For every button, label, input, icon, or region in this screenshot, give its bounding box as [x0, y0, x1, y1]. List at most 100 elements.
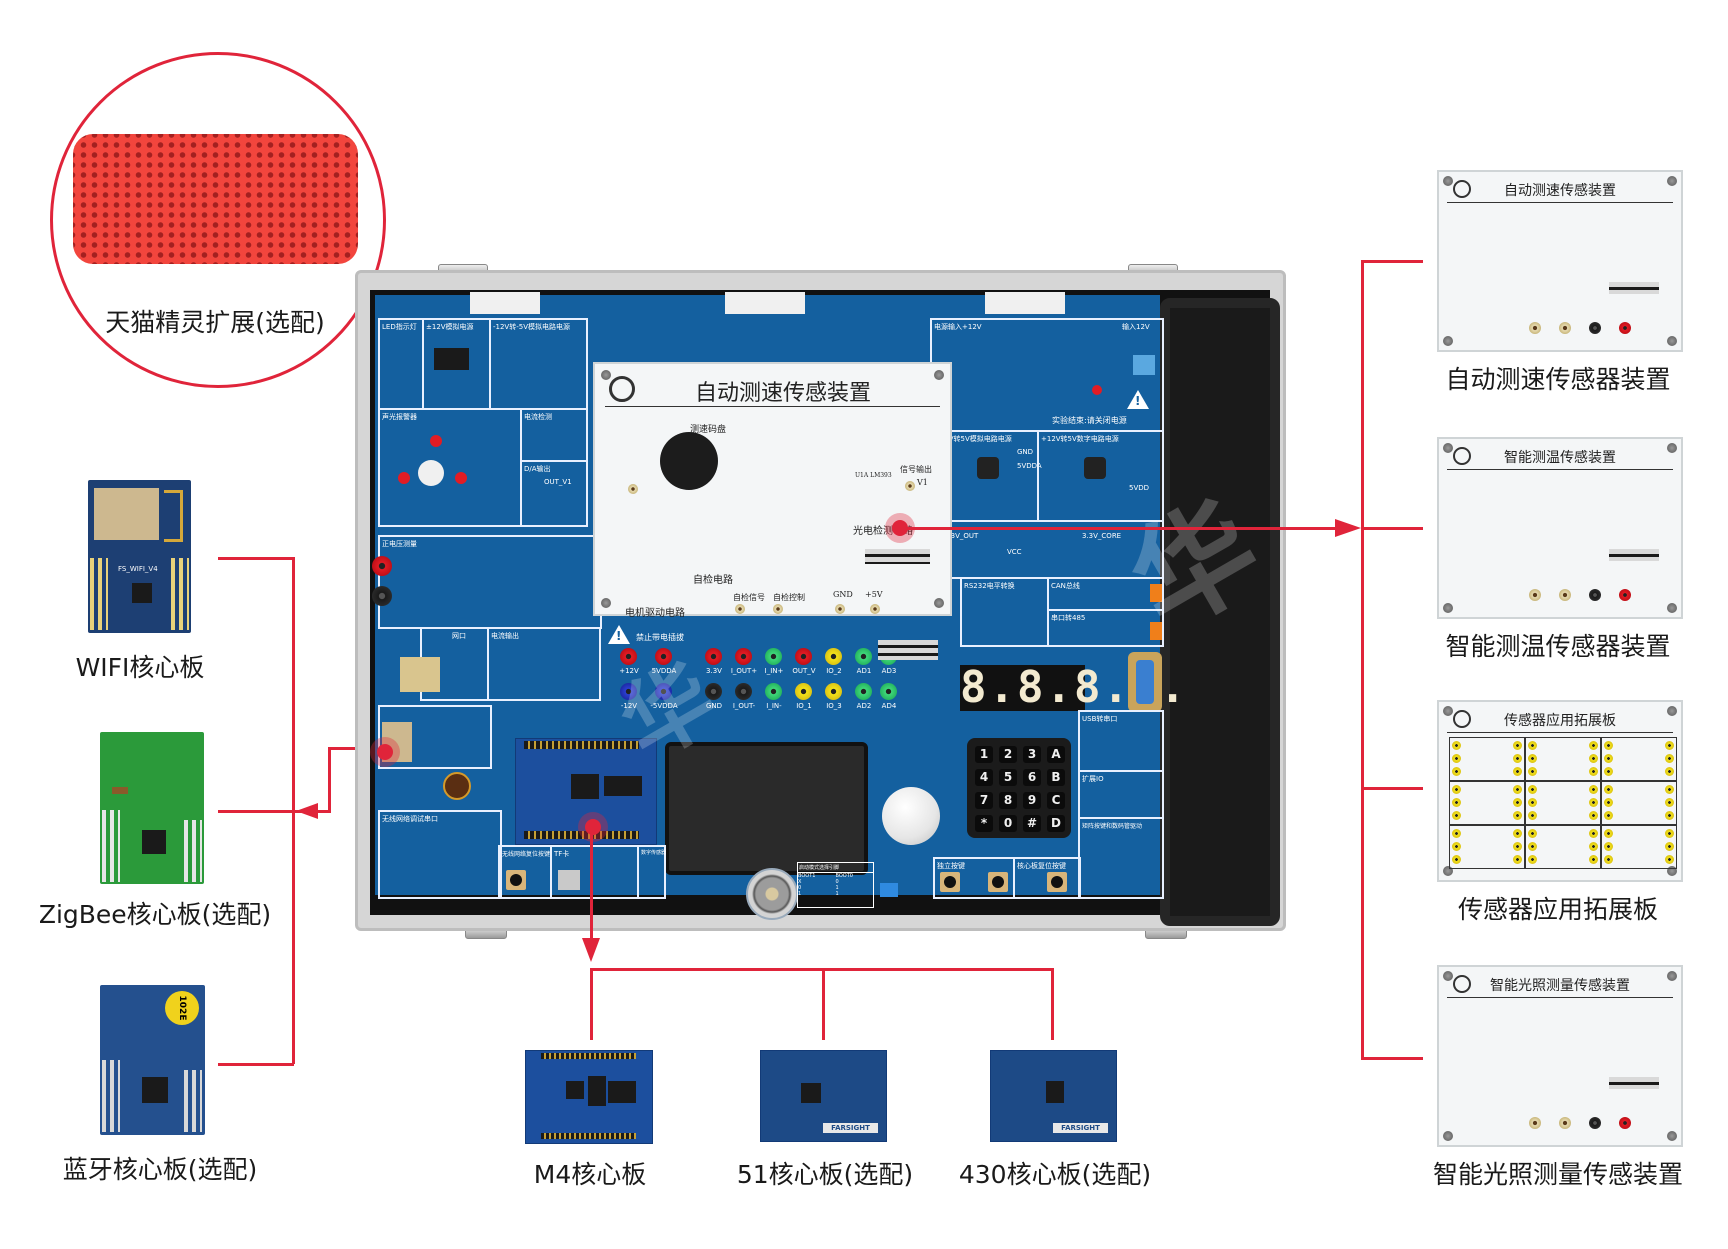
connector-line: [1361, 260, 1364, 1060]
jack--12v[interactable]: [620, 683, 637, 700]
tf-card-slot[interactable]: [558, 870, 580, 890]
section-voltage-measure: 正电压测量: [378, 535, 602, 629]
logo-icon: [1453, 710, 1471, 728]
boot-dip-switch[interactable]: [880, 883, 898, 897]
expansion-slot: [1601, 825, 1677, 869]
connector-line: [1361, 260, 1423, 263]
callout-dot: [370, 737, 400, 767]
section-digital-sensor: 数字传感器: [637, 845, 666, 899]
keypad-key[interactable]: 1: [975, 746, 993, 763]
keypad-key[interactable]: *: [975, 815, 993, 832]
jack-ad1[interactable]: [855, 648, 872, 665]
can-terminal[interactable]: [1150, 584, 1162, 602]
jack-3-3v[interactable]: [705, 648, 722, 665]
antenna-mount: [470, 292, 540, 314]
db9-serial-port[interactable]: [1128, 652, 1162, 712]
keypad-key[interactable]: 6: [1023, 769, 1041, 786]
antenna-icon: [164, 490, 183, 542]
jack-out-v[interactable]: [795, 648, 812, 665]
panel-title: 自动测速传感装置: [695, 381, 872, 406]
jack-label: I_IN+: [764, 667, 784, 675]
section-matrix: 矩阵按键和数码管驱动: [1078, 817, 1164, 899]
key-lock[interactable]: [746, 868, 798, 920]
jack-label: AD2: [856, 702, 872, 710]
section-usb-serial: USB转串口: [1078, 710, 1164, 772]
keypad-key[interactable]: D: [1047, 815, 1065, 832]
keypad-key[interactable]: #: [1023, 815, 1041, 832]
keypad-key[interactable]: 9: [1023, 792, 1041, 809]
keypad-key[interactable]: 5: [999, 769, 1017, 786]
core-reset-button[interactable]: [1047, 872, 1067, 892]
sensor-module-image: 传感器应用拓展板: [1437, 700, 1683, 882]
jack-motor-control[interactable]: [628, 484, 638, 494]
logo-icon: [1453, 447, 1471, 465]
boot-header: BOOT1: [798, 873, 816, 879]
jack-i-in-[interactable]: [765, 683, 782, 700]
wifi-board-label: WIFI核心板: [75, 653, 205, 682]
keypad-key[interactable]: 2: [999, 746, 1017, 763]
keypad-key[interactable]: 3: [1023, 746, 1041, 763]
jack-io-2[interactable]: [825, 648, 842, 665]
jack-self-check-control[interactable]: [773, 604, 783, 614]
jack-gnd[interactable]: [705, 683, 722, 700]
connector-line: [218, 1063, 294, 1066]
power-toggle-switch[interactable]: [1133, 355, 1155, 375]
keypad-key[interactable]: C: [1047, 792, 1065, 809]
jack-voltage-negative[interactable]: [372, 586, 392, 606]
jack-voltage-positive[interactable]: [372, 556, 392, 576]
section-led: LED指示灯: [378, 318, 424, 410]
jack--5vdda[interactable]: [655, 683, 672, 700]
sensor-module-label: 自动测速传感器装置: [1445, 365, 1671, 394]
sensor-module-label: 智能光照测量传感装置: [1432, 1160, 1683, 1189]
section-pm12v: ±12V模拟电源: [422, 318, 491, 410]
led-red: [455, 472, 467, 484]
keypad-key[interactable]: B: [1047, 769, 1065, 786]
jack--12v[interactable]: [620, 648, 637, 665]
ethernet-port[interactable]: [400, 657, 440, 692]
c51-board-label: 51核心板(选配): [736, 1160, 914, 1189]
connector-line: [590, 827, 593, 942]
sensor-module-image: 智能测温传感装置: [1437, 437, 1683, 619]
module-jack: [1559, 1117, 1571, 1129]
jack-5v[interactable]: [870, 604, 880, 614]
sensor-module-label: 智能测温传感器装置: [1445, 632, 1671, 661]
speaker-highlight-circle: [50, 52, 386, 388]
boot-cell: 1: [835, 885, 839, 891]
jack-ad4[interactable]: [880, 683, 897, 700]
section-power-input: 电源输入+12V 输入12V 实验结束:请关闭电源: [930, 318, 1164, 432]
rs485-terminal[interactable]: [1150, 622, 1162, 640]
keypad-key[interactable]: 0: [999, 815, 1017, 832]
wireless-reset-button[interactable]: [506, 870, 526, 890]
jack-5vdda[interactable]: [655, 648, 672, 665]
key-button-2[interactable]: [988, 872, 1008, 892]
jack-i-out-[interactable]: [735, 683, 752, 700]
keypad-key[interactable]: A: [1047, 746, 1065, 763]
keypad-key[interactable]: 4: [975, 769, 993, 786]
jack-self-check-signal[interactable]: [735, 604, 745, 614]
bluetooth-sticker: 102E: [165, 991, 199, 1025]
speed-encoder-disk: [660, 432, 718, 490]
jack-i-out-[interactable]: [735, 648, 752, 665]
jack-ad2[interactable]: [855, 683, 872, 700]
jack-io-1[interactable]: [795, 683, 812, 700]
section-current-out: 电流输出: [487, 627, 601, 701]
connector-line: [590, 968, 593, 1040]
zigbee-chip: [142, 830, 166, 854]
keypad-key[interactable]: 8: [999, 792, 1017, 809]
key-button-1[interactable]: [940, 872, 960, 892]
jack-io-3[interactable]: [825, 683, 842, 700]
keypad-key[interactable]: 7: [975, 792, 993, 809]
section-neg12: -12V转-5V模拟电路电源: [489, 318, 588, 410]
light-dome: [882, 787, 940, 845]
section-wifi-slot: [378, 705, 492, 769]
smart-speaker-image: [73, 134, 358, 264]
boot-cell: 1: [835, 891, 839, 897]
inductor: [1084, 457, 1106, 479]
jack-i-in-[interactable]: [765, 648, 782, 665]
jack-signal-output[interactable]: [905, 481, 915, 491]
jack-gnd[interactable]: [835, 604, 845, 614]
module-jack: [1559, 589, 1571, 601]
